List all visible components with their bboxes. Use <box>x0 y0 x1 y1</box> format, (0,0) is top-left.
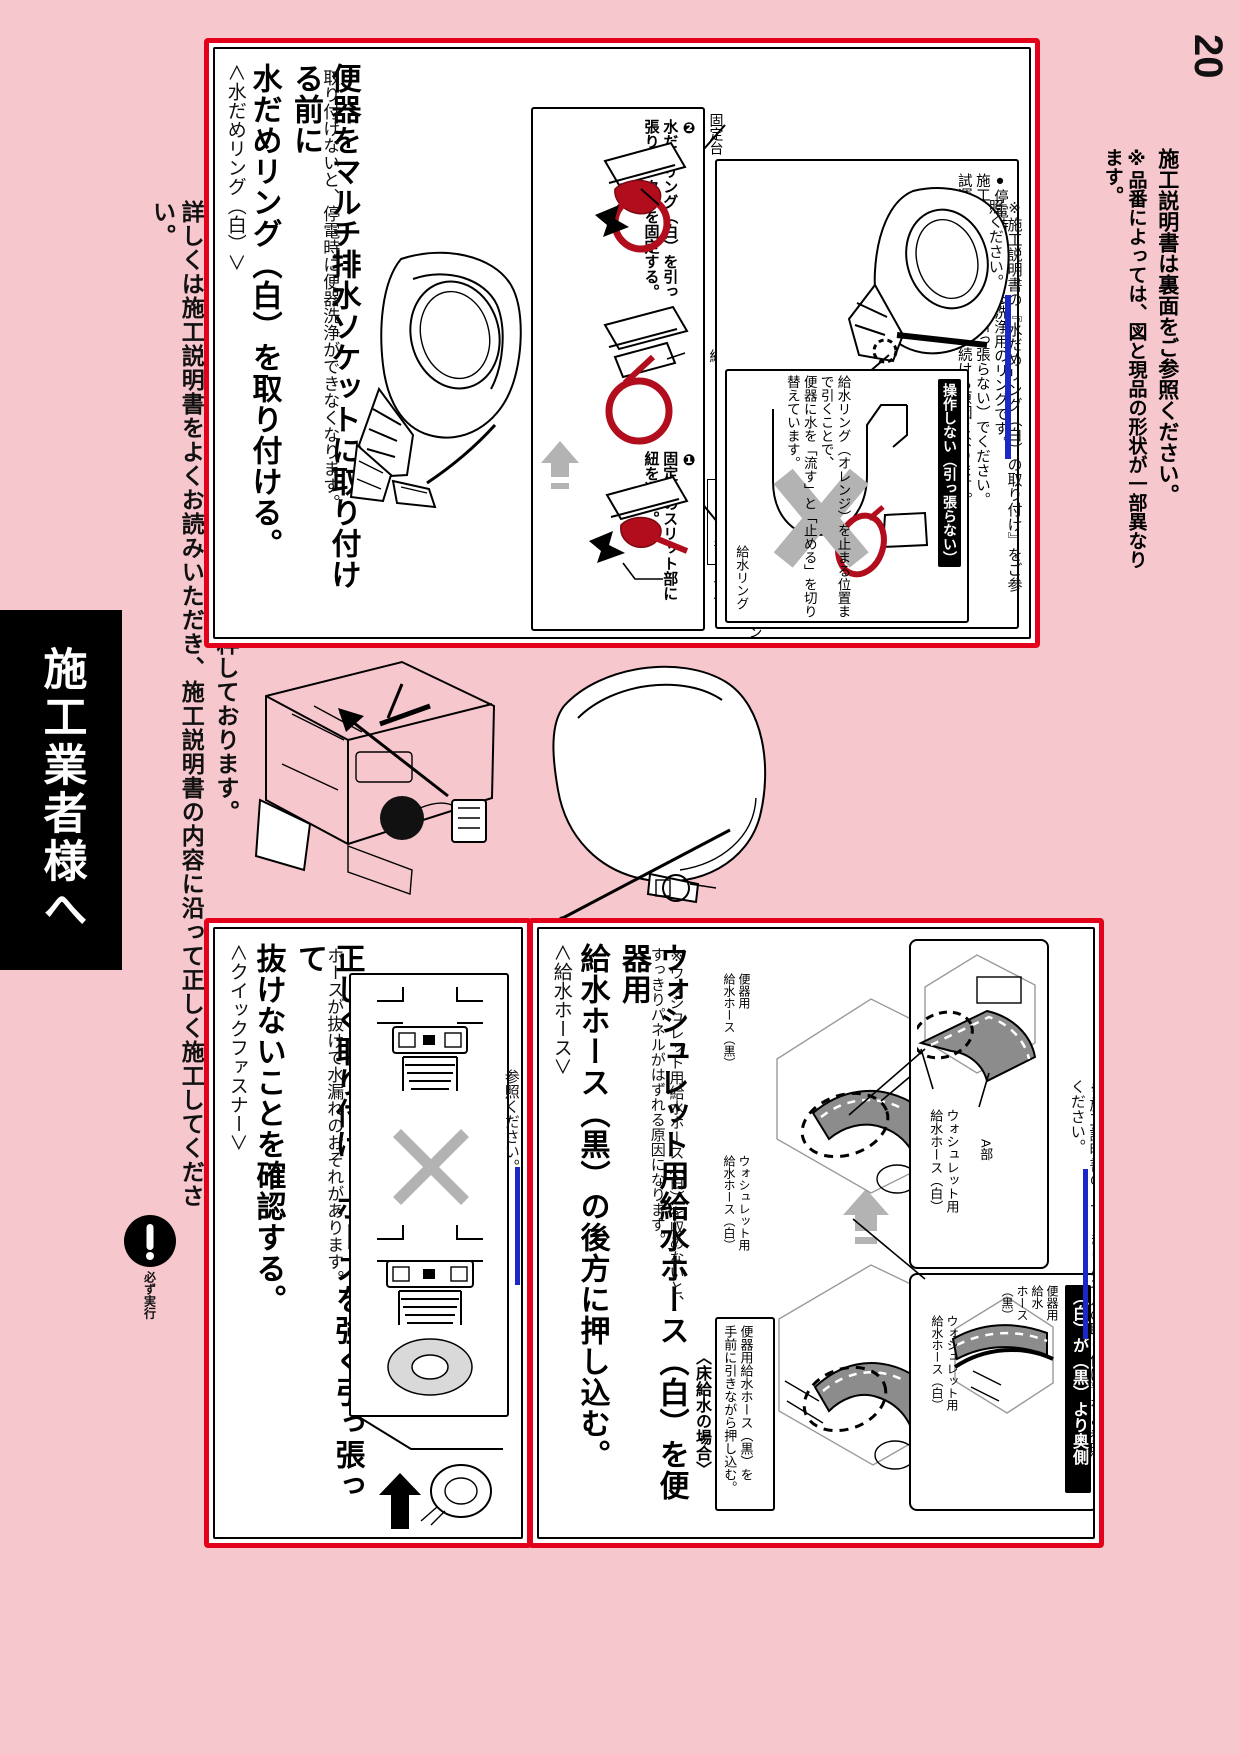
toilet-with-ring-illustration <box>847 187 1010 364</box>
footer-notes: 施工説明書は裏面をご参照ください。 ※品番によっては、図と現品の形状が一部異なり… <box>1100 148 1180 648</box>
panel-top-inner: ＜水だめリング（白）＞ 便器をマルチ排水ソケットに取り付ける前に 水だめリング（… <box>213 47 1031 639</box>
fastener-correct-illustration <box>377 1225 483 1396</box>
orange-supply-ring-illustration <box>772 404 929 578</box>
process-up-arrow-icon <box>541 441 579 489</box>
bl-reference-accent-rule <box>515 1167 520 1285</box>
section-label-supply-hose: ＜給水ホース＞ <box>550 943 572 1077</box>
ring-step-1-illustration <box>589 475 689 580</box>
panel-bl-inner: ＜クイックファスナー＞ 正しく取り付け、ホースを強く引っ張って 抜けないことを確… <box>213 927 523 1539</box>
panel-quick-fastener: ＜クイックファスナー＞ 正しく取り付け、ホースを強く引っ張って 抜けないことを確… <box>204 918 532 1548</box>
step-2-number: ❷ <box>680 119 697 137</box>
footer-line-2: ※品番によっては、図と現品の形状が一部異なります。 <box>1101 148 1147 569</box>
do-not-operate-badge: 操作しない（引っ張らない） <box>942 383 958 565</box>
detail-box-b: （白）が（黒）より奥側 便器用 給水 ホース （黒） ウォシュレット用 給水ホー… <box>909 1273 1093 1511</box>
bl-reference: ※施工説明書の『給水ホースの接続』をご参照ください。 <box>502 1069 520 1174</box>
panel-br-inner: ＜給水ホース＞ ウォシュレット用給水ホース（白）を便器用 給水ホース（黒）の後方… <box>537 927 1095 1539</box>
ring-step-3-illustration <box>595 141 687 253</box>
footer-line-1: 施工説明書は裏面をご参照ください。 <box>1155 148 1179 505</box>
toilet-unit-side-illustration <box>552 665 767 904</box>
valve-detail-illustration <box>358 1416 503 1529</box>
panel-water-retention-ring: ＜水だめリング（白）＞ 便器をマルチ排水ソケットに取り付ける前に 水だめリング（… <box>204 38 1040 648</box>
do-not-pull-inset: 操作しない（引っ張らない） 給水リング <box>725 369 969 623</box>
detail-a-hose-label: ウォシュレット用 給水ホース（白） <box>928 1109 960 1213</box>
detail-b-black-hose-label: 便器用 給水 ホース （黒） <box>1000 1285 1059 1321</box>
panel-supply-hose: ＜給水ホース＞ ウォシュレット用給水ホース（白）を便器用 給水ホース（黒）の後方… <box>528 918 1104 1548</box>
floor-case-instruction-box: 便器用給水ホース（黒）を 手前に引きながら押し込む。 <box>715 1317 775 1511</box>
page-title: 施工業者様へ <box>36 646 86 934</box>
ring-step-2-illustration <box>603 305 689 445</box>
detail-a-illustration <box>917 954 1037 1108</box>
top-note: 取り付けないと、停電時に便器洗浄ができなくなります。 <box>320 69 340 511</box>
page-number: 20 <box>1186 34 1230 79</box>
warning-body-text: 給水リング（オレンジ）を止まる位置まで引くことで、 便器に水を「流す」と「止める… <box>784 375 851 618</box>
detail-box-a: A部 ウォシュレット用 給水ホース（白） <box>909 939 1049 1269</box>
br-reference: ※施工説明書の『すっきりパネルの取り付け』をご参照ください。 <box>1068 1079 1093 1457</box>
exclamation-icon <box>124 1215 176 1267</box>
ring-install-steps-box: ❷ 水だめリング（白）を引っ 張りフック部を固定する。 ❶ 固定台のスリット部に… <box>531 107 705 631</box>
callout-fixed-base: 固定台 <box>708 113 725 155</box>
top-panel-reference: ※施工説明書の『水だめリング（白）の取り付け』をご参照ください。 <box>986 199 1023 592</box>
detail-b-white-hose-label: ウォシュレット用 給水ホース（白） <box>930 1315 959 1411</box>
header-banner: 施工業者様へ <box>0 610 122 970</box>
sequence-up-arrow-icon <box>843 1189 889 1244</box>
callout-arrow-to-bottom-left <box>338 708 449 798</box>
br-title-line-1: ウォシュレット用給水ホース（白）を便器用 <box>617 943 688 1501</box>
x-label-supply-ring: 給水リング <box>734 545 750 610</box>
fastener-comparison-box <box>349 973 509 1417</box>
step-1-number: ❶ <box>680 451 697 469</box>
fastener-incorrect-illustration <box>377 987 483 1091</box>
section-label-quick-fastener: ＜クイックファスナー＞ <box>226 943 248 1153</box>
must-comply-label: 必ず実行 <box>142 1271 157 1319</box>
tank-internal-illustration <box>254 660 496 895</box>
top-title-line-1: 便器をマルチ排水ソケットに取り付ける前に <box>289 63 360 590</box>
do-not-operate-warning-box: ●停電時に使用する洗浄用のリングです。 施工時は操作しない（引っ張らない）でくだ… <box>715 159 1019 629</box>
br-note: ※ウォシュレット用給水ホース（白）を収めないと、 すっきりパネルがはずれる原因に… <box>648 947 685 1310</box>
floor-supply-case-label: 〈床給水の場合〉 <box>693 1349 710 1477</box>
section-label-top: ＜水だめリング（白）＞ <box>224 63 246 273</box>
floor-black-hose-label: 便器用 給水ホース（黒） <box>722 973 751 1069</box>
br-title-line-2: 給水ホース（黒）の後方に押し込む。 <box>575 943 609 1470</box>
detail-b-badge: （白）が（黒）より奥側 <box>1070 1289 1087 1465</box>
floor-case-instruction: 便器用給水ホース（黒）を 手前に引きながら押し込む。 <box>722 1325 754 1494</box>
floor-white-hose-label: ウォシュレット用 給水ホース（白） <box>722 1155 751 1251</box>
br-reference-accent-rule <box>1083 1169 1088 1339</box>
must-comply-badge: 必ず実行 <box>118 1215 182 1324</box>
incorrect-x-icon <box>393 1129 469 1205</box>
lead-line-2: 詳しくは施工説明書をよくお読みいただき、施工説明書の内容に沿って正しく施工してく… <box>149 200 205 1208</box>
detail-leader-lines <box>848 1048 926 1280</box>
detail-b-illustration <box>951 1296 1054 1414</box>
detail-a-label: A部 <box>978 1139 994 1161</box>
toilet-unit-illustration <box>349 251 522 509</box>
bl-title-line-2: 抜けないことを確認する。 <box>251 943 285 1315</box>
reference-accent-rule <box>1005 295 1011 459</box>
top-title-line-2: 水だめリング（白）を取り付ける。 <box>247 63 281 559</box>
bl-note: ホースが抜けて水漏れのおそれがあります。 <box>324 947 344 1287</box>
